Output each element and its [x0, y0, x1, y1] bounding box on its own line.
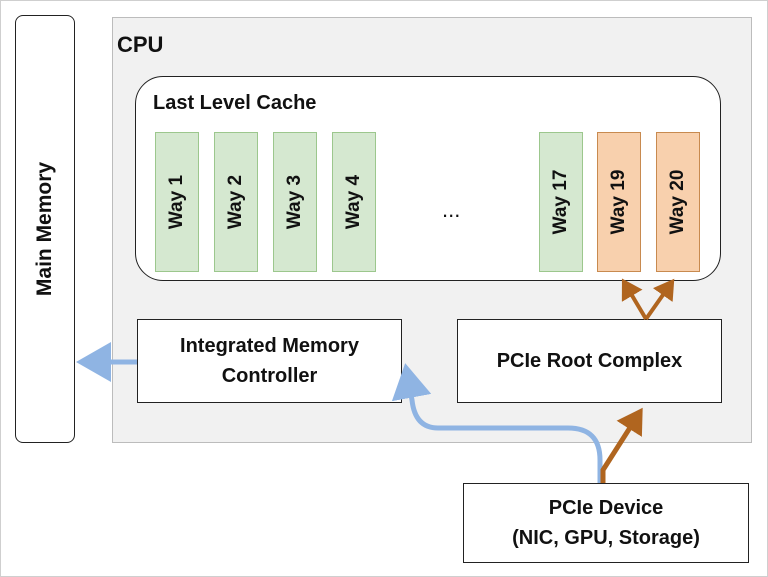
imc-label-line1: Integrated Memory [180, 335, 359, 357]
ellipsis: ... [442, 197, 461, 222]
way-20: Way 20 [656, 132, 700, 272]
last-level-cache-label: Last Level Cache [153, 92, 317, 114]
device-to-imc-arrow [391, 363, 603, 483]
pcie-device-label-line1: PCIe Device [548, 497, 664, 519]
imc-label-line2: Controller [221, 365, 318, 387]
way-17: Way 17 [539, 132, 583, 272]
way-1: Way 1 [155, 132, 199, 272]
way-19: Way 19 [597, 132, 641, 272]
device-to-root-arrow [600, 407, 643, 483]
root-to-way19-arrow [621, 278, 648, 321]
pcie-device-label-line2: (NIC, GPU, Storage) [512, 527, 700, 549]
way-3: Way 3 [273, 132, 317, 272]
root-to-way20-arrow [644, 278, 675, 321]
cpu-label: CPU [117, 32, 164, 57]
pcie-device-box: PCIe Device (NIC, GPU, Storage) [463, 483, 749, 563]
pcie-root-complex-box: PCIe Root Complex [457, 319, 722, 403]
way-4: Way 4 [332, 132, 376, 272]
main-memory-box: Main Memory [15, 15, 75, 443]
integrated-memory-controller-box: Integrated Memory Controller [137, 319, 402, 403]
pcie-root-complex-label: PCIe Root Complex [496, 350, 683, 372]
way-2: Way 2 [214, 132, 258, 272]
